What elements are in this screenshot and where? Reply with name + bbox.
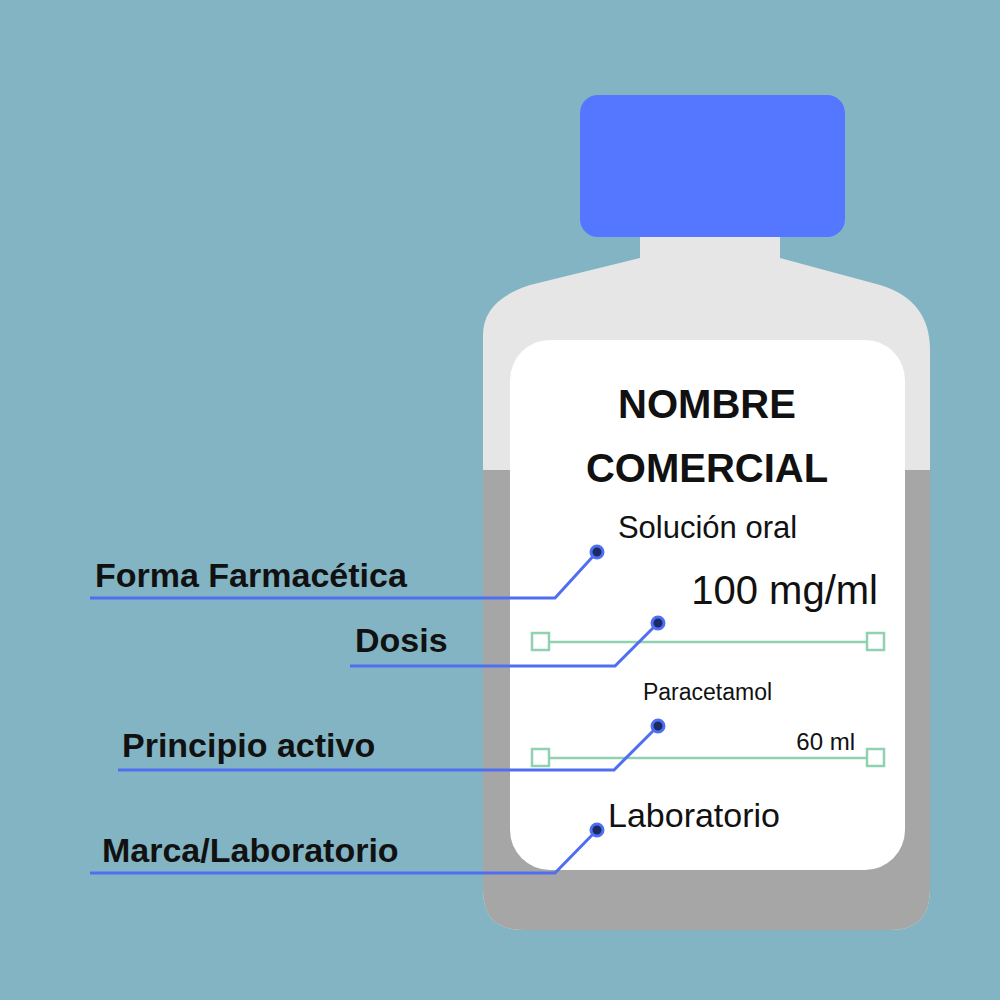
callout-label: Marca/Laboratorio <box>102 830 399 870</box>
bottle-body <box>483 237 930 930</box>
callout-label: Forma Farmacética <box>95 555 407 595</box>
medicine-label: NOMBRE COMERCIAL Solución oral 100 mg/mlPa… <box>510 340 905 870</box>
callout-label: Dosis <box>355 620 448 660</box>
dose-value: 100 mg/ml <box>691 566 878 614</box>
active-ingredient: Paracetamol <box>510 676 905 708</box>
volume: 60 ml <box>796 728 855 756</box>
dosage-form: Solución oral <box>510 508 905 548</box>
brand-name: NOMBRE COMERCIAL <box>557 372 857 500</box>
bottle-cap <box>580 95 845 237</box>
callout-label: Principio activo <box>122 725 375 765</box>
laboratory: Laboratorio <box>608 795 780 835</box>
